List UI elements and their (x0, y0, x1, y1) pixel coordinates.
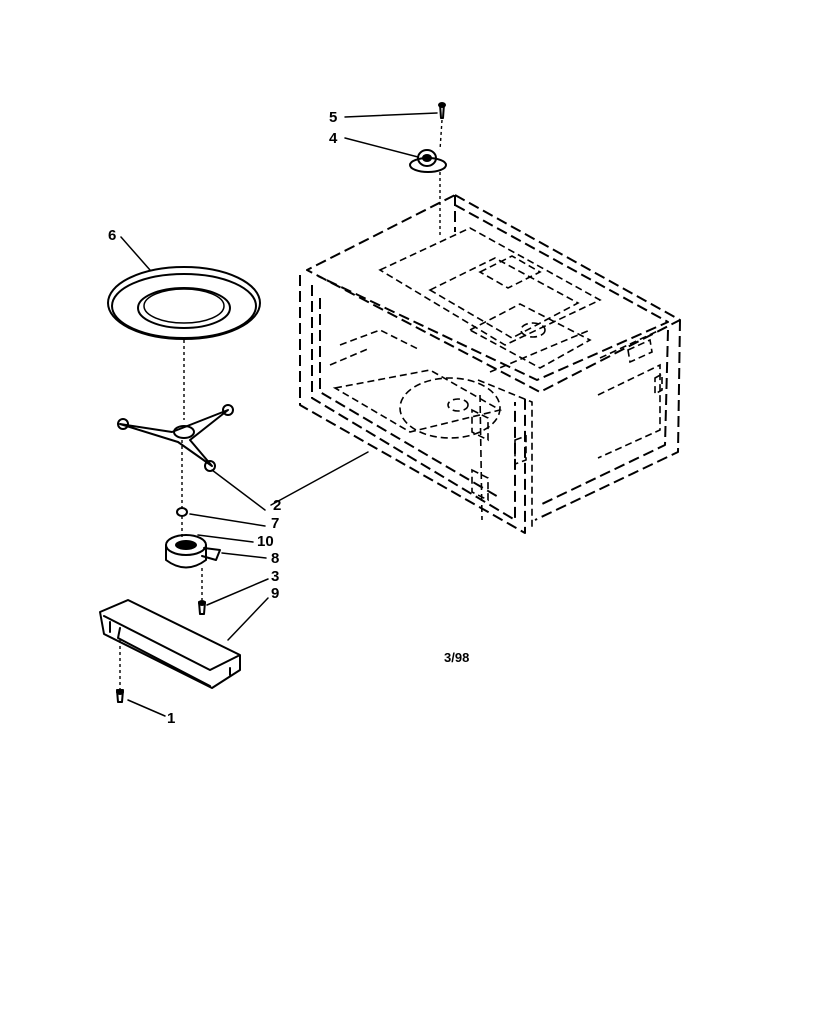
callout-7: 7 (271, 515, 279, 532)
leader-4 (344, 137, 419, 158)
screw-part-3 (198, 600, 206, 615)
screw-part-5 (438, 102, 446, 151)
callout-1: 1 (167, 710, 175, 727)
callout-10: 10 (257, 533, 274, 550)
revision-date: 3/98 (444, 650, 469, 665)
callout-5: 5 (329, 109, 337, 126)
leader-6 (120, 236, 151, 271)
leader-1 (127, 699, 166, 717)
leader-2-support (211, 469, 266, 511)
thermostat-part-4 (409, 149, 447, 235)
callout-2: 2 (273, 497, 281, 514)
callout-8: 8 (271, 550, 279, 567)
callout-4: 4 (329, 130, 338, 147)
callout-3: 3 (271, 568, 279, 585)
callout-9: 9 (271, 585, 279, 602)
leader-3 (206, 578, 269, 606)
screw-part-1 (116, 689, 124, 703)
leader-9 (227, 597, 269, 641)
leader-8 (221, 552, 267, 559)
leader-2-cavity (270, 451, 369, 506)
motor-cover-part-9 (99, 599, 241, 690)
callout-6: 6 (108, 227, 116, 244)
turntable-motor-part-10 (165, 534, 221, 600)
leader-10 (197, 534, 254, 543)
leader-5 (344, 112, 438, 118)
oven-cavity (299, 194, 681, 534)
glass-tray-part-6 (107, 266, 261, 420)
leader-7 (189, 513, 266, 527)
roller-support (117, 404, 234, 508)
coupler-part-7 (176, 507, 188, 538)
